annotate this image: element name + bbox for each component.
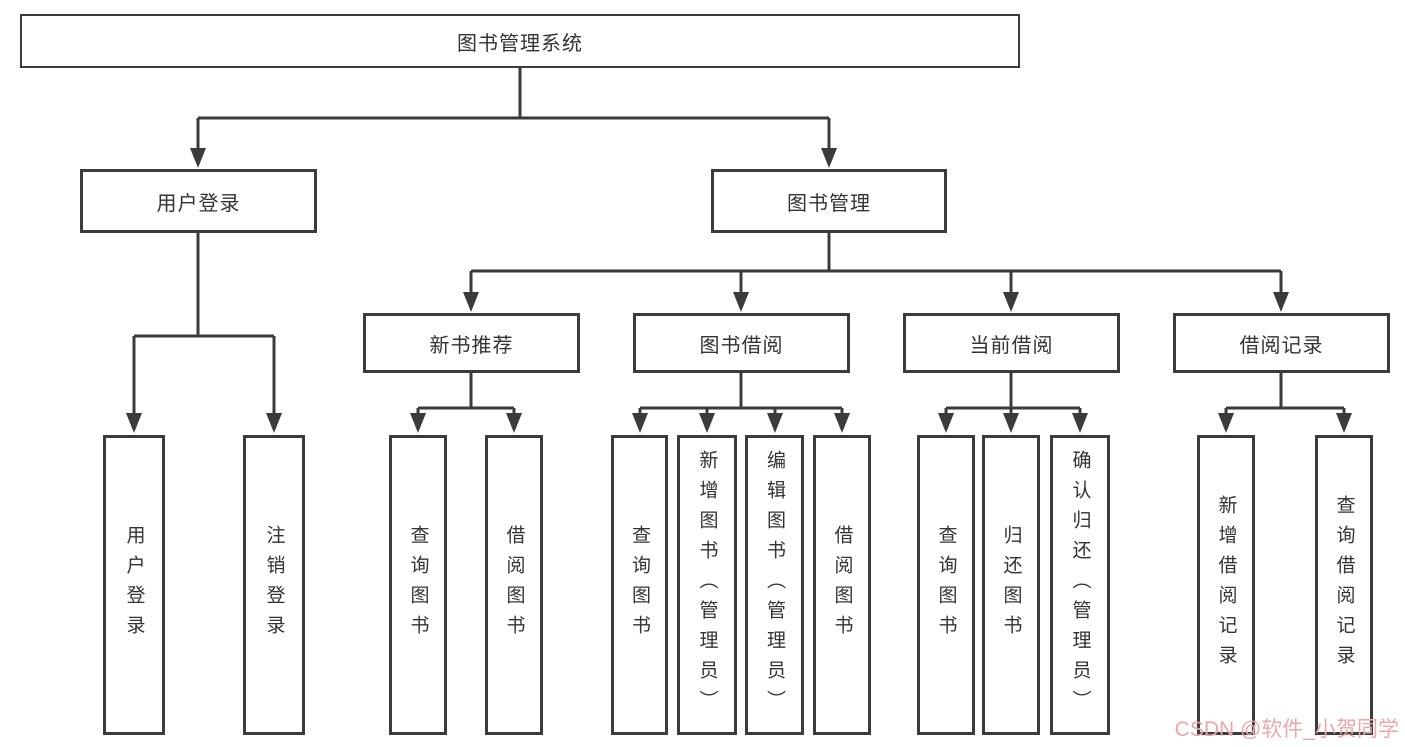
node-root-label: 图书管理系统 [457,32,583,55]
leaf-label: 编辑图书（管理员） [764,450,785,720]
leaf-label: 新增图书（管理员） [696,450,718,720]
node-new-book-recommend-label: 新书推荐 [429,334,514,357]
node-book-borrow: 图书借阅 [633,313,850,373]
leaf-add-books-admin: 新增图书（管理员） [677,435,737,735]
leaf-label: 归还图书 [1000,525,1022,645]
leaf-edit-books-admin: 编辑图书（管理员） [745,435,804,735]
leaf-label: 注销登录 [263,525,285,645]
leaf-label: 新增借阅记录 [1215,495,1237,675]
leaf-label: 查询借阅记录 [1333,495,1355,675]
leaf-label: 查询图书 [407,525,429,645]
node-borrow-records: 借阅记录 [1173,313,1390,373]
leaf-query-books-recommend: 查询图书 [389,435,447,735]
leaf-label: 查询图书 [629,525,650,645]
leaf-query-borrow-record: 查询借阅记录 [1315,435,1373,735]
node-book-borrow-label: 图书借阅 [699,334,784,357]
leaf-label: 确认归还（管理员） [1069,450,1091,720]
leaf-borrow-books: 借阅图书 [813,435,871,735]
leaf-add-borrow-record: 新增借阅记录 [1197,435,1255,735]
leaf-user-login: 用户登录 [103,435,165,735]
node-root: 图书管理系统 [20,14,1020,68]
csdn-watermark: CSDN @软件_小贺同学 [1174,718,1399,741]
node-user-login-label: 用户登录 [156,192,241,215]
node-user-login: 用户登录 [80,169,317,233]
node-book-management-label: 图书管理 [787,192,871,215]
arrowheads [126,148,1352,433]
leaf-borrow-books-recommend: 借阅图书 [485,435,543,735]
node-new-book-recommend: 新书推荐 [363,313,580,373]
leaf-query-books-current: 查询图书 [917,435,975,735]
leaf-label: 借阅图书 [831,525,853,645]
node-current-borrow: 当前借阅 [903,313,1120,373]
node-book-management: 图书管理 [711,169,947,233]
leaf-label: 借阅图书 [503,525,525,645]
leaf-return-books: 归还图书 [982,435,1040,735]
leaf-confirm-return-admin: 确认归还（管理员） [1050,435,1110,735]
node-borrow-records-label: 借阅记录 [1239,334,1324,357]
leaf-label: 查询图书 [935,525,957,645]
node-current-borrow-label: 当前借阅 [969,334,1054,357]
leaf-label: 用户登录 [123,525,145,645]
leaf-logout: 注销登录 [243,435,305,735]
leaf-query-books-borrow: 查询图书 [611,435,668,735]
